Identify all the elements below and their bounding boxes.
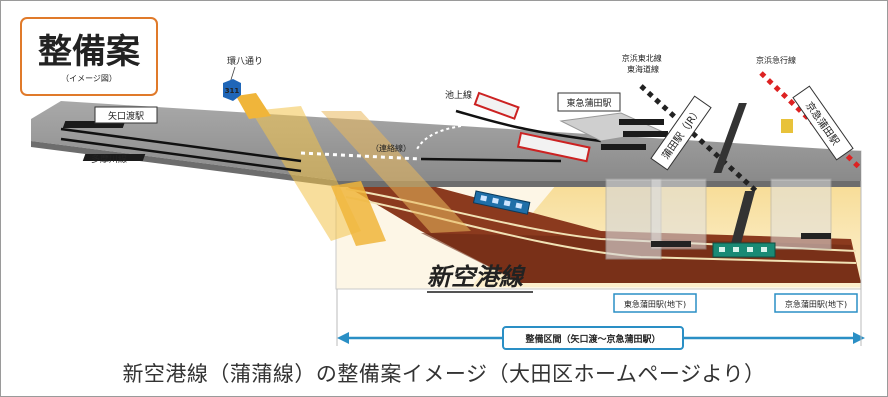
tamagawa-platform bbox=[82, 154, 146, 161]
beam-kanpachi bbox=[251, 106, 361, 241]
section-arrow-left bbox=[337, 332, 349, 344]
tokyu-kamata-label: 東急蒲田駅 bbox=[566, 97, 611, 109]
ikegami-train bbox=[473, 91, 520, 120]
section-label-box bbox=[502, 326, 684, 350]
section-arrow-right bbox=[853, 332, 865, 344]
keikyu-underground-box bbox=[774, 293, 858, 313]
yaguchi-label-box bbox=[94, 106, 158, 124]
tunnel-track-line bbox=[345, 188, 857, 252]
keihin-tohoku-line1: 京浜東北線 bbox=[622, 53, 662, 63]
beam-center bbox=[321, 111, 471, 233]
keihin-tohoku-line2: 東海道線 bbox=[627, 64, 659, 74]
tamagawa-label: 多摩川線 bbox=[91, 153, 127, 165]
route-311-badge bbox=[223, 79, 241, 101]
beam-road bbox=[236, 93, 271, 119]
underground-platform-2 bbox=[801, 233, 831, 239]
route-311-text: 311 bbox=[225, 87, 240, 95]
railway-plan-diagram: 整備案 （イメージ図） 環八通り 311 矢口渡駅 多摩川線 （連絡線） 池上線… bbox=[20, 17, 865, 350]
ground-surface bbox=[31, 101, 861, 181]
tokyu-platform-1 bbox=[619, 119, 664, 125]
keikyu-yellow-accent bbox=[781, 119, 793, 133]
keikyu-underground-label: 京急蒲田駅(地下) bbox=[785, 299, 847, 309]
tokyu-underground-label: 東急蒲田駅(地下) bbox=[624, 299, 686, 309]
ikegami-label: 池上線 bbox=[445, 89, 472, 101]
underground-train-blue bbox=[472, 190, 531, 215]
renraku-label: （連絡線） bbox=[371, 143, 411, 153]
ikegami-track bbox=[455, 109, 602, 143]
keikyu-line-label: 京浜急行線 bbox=[756, 55, 796, 65]
beam-crossing bbox=[331, 181, 386, 246]
keikyu-line bbox=[759, 71, 863, 171]
title-subtitle: （イメージ図） bbox=[61, 74, 117, 83]
keikyu-platform-lower bbox=[730, 191, 756, 246]
kanpachi-label: 環八通り bbox=[227, 56, 263, 67]
tokyu-underground-shaft-2 bbox=[650, 178, 707, 250]
tokyu-platform-2 bbox=[623, 131, 668, 137]
tokyu-kamata-label-box bbox=[557, 92, 621, 112]
track-surface-3 bbox=[420, 157, 562, 163]
keihin-tohoku-label: 京浜東北線 東海道線 bbox=[622, 53, 665, 74]
section-label: 整備区間（矢口渡～京急蒲田駅） bbox=[524, 333, 660, 345]
figure-caption: 新空港線（蒲蒲線）の整備案イメージ（大田区ホームページより） bbox=[122, 362, 766, 386]
underground-train-green bbox=[712, 242, 776, 258]
tokyu-train bbox=[516, 131, 591, 163]
title-box: 整備案 （イメージ図） bbox=[20, 17, 158, 96]
underground-platform-1 bbox=[651, 241, 691, 247]
track-tamagawa-2 bbox=[60, 137, 302, 173]
ikegami-curve bbox=[415, 125, 462, 152]
yaguchi-label: 矢口渡駅 bbox=[108, 110, 144, 122]
title-text: 整備案 bbox=[38, 32, 141, 72]
tokyu-underground-box bbox=[613, 293, 697, 313]
keikyu-platform-upper bbox=[713, 103, 747, 173]
tokyu-platform-3 bbox=[601, 144, 646, 150]
line-name-label: 新空港線 bbox=[427, 263, 526, 291]
track-tamagawa-1 bbox=[60, 127, 302, 163]
